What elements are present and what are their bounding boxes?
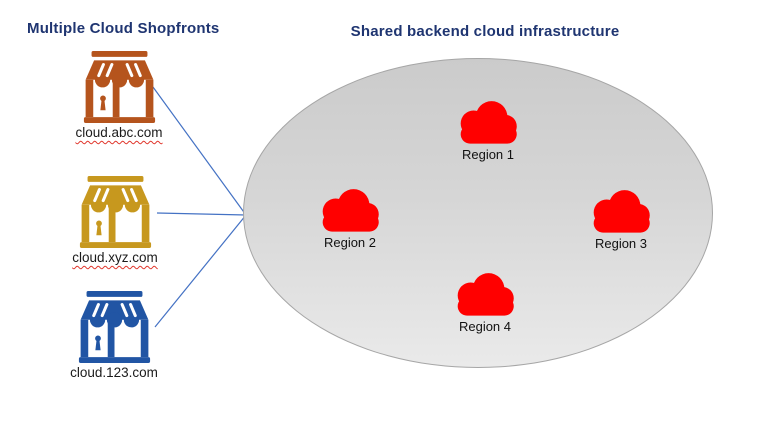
region-3: Region 3 [566, 188, 676, 251]
region-label: Region 4 [458, 319, 512, 334]
cloud-icon [460, 101, 517, 144]
cloud-icon [322, 189, 379, 232]
left-section-title: Multiple Cloud Shopfronts [27, 20, 220, 37]
shopfront-domain-label: cloud.xyz.com [72, 250, 158, 265]
connector-line-123 [154, 214, 247, 328]
storefront-icon [78, 291, 150, 363]
cloud-icon [457, 273, 514, 316]
shopfront-domain-label: cloud.abc.com [75, 125, 163, 140]
connector-line-xyz [156, 212, 247, 216]
shopfront-cloud-abc: cloud.abc.com [64, 51, 174, 140]
storefront-icon [83, 51, 155, 123]
region-label: Region 1 [461, 147, 515, 162]
cloud-icon [593, 190, 650, 233]
shopfront-cloud-xyz: cloud.xyz.com [60, 176, 170, 265]
connector-line-abc [152, 86, 247, 216]
shopfront-cloud-123: cloud.123.com [59, 291, 169, 380]
storefront-icon [79, 176, 151, 248]
region-label: Region 3 [594, 236, 648, 251]
region-4: Region 4 [430, 271, 540, 334]
right-section-title: Shared backend cloud infrastructure [350, 23, 620, 40]
region-1: Region 1 [433, 99, 543, 162]
region-label: Region 2 [323, 235, 377, 250]
shopfront-domain-label: cloud.123.com [70, 365, 158, 380]
region-2: Region 2 [295, 187, 405, 250]
